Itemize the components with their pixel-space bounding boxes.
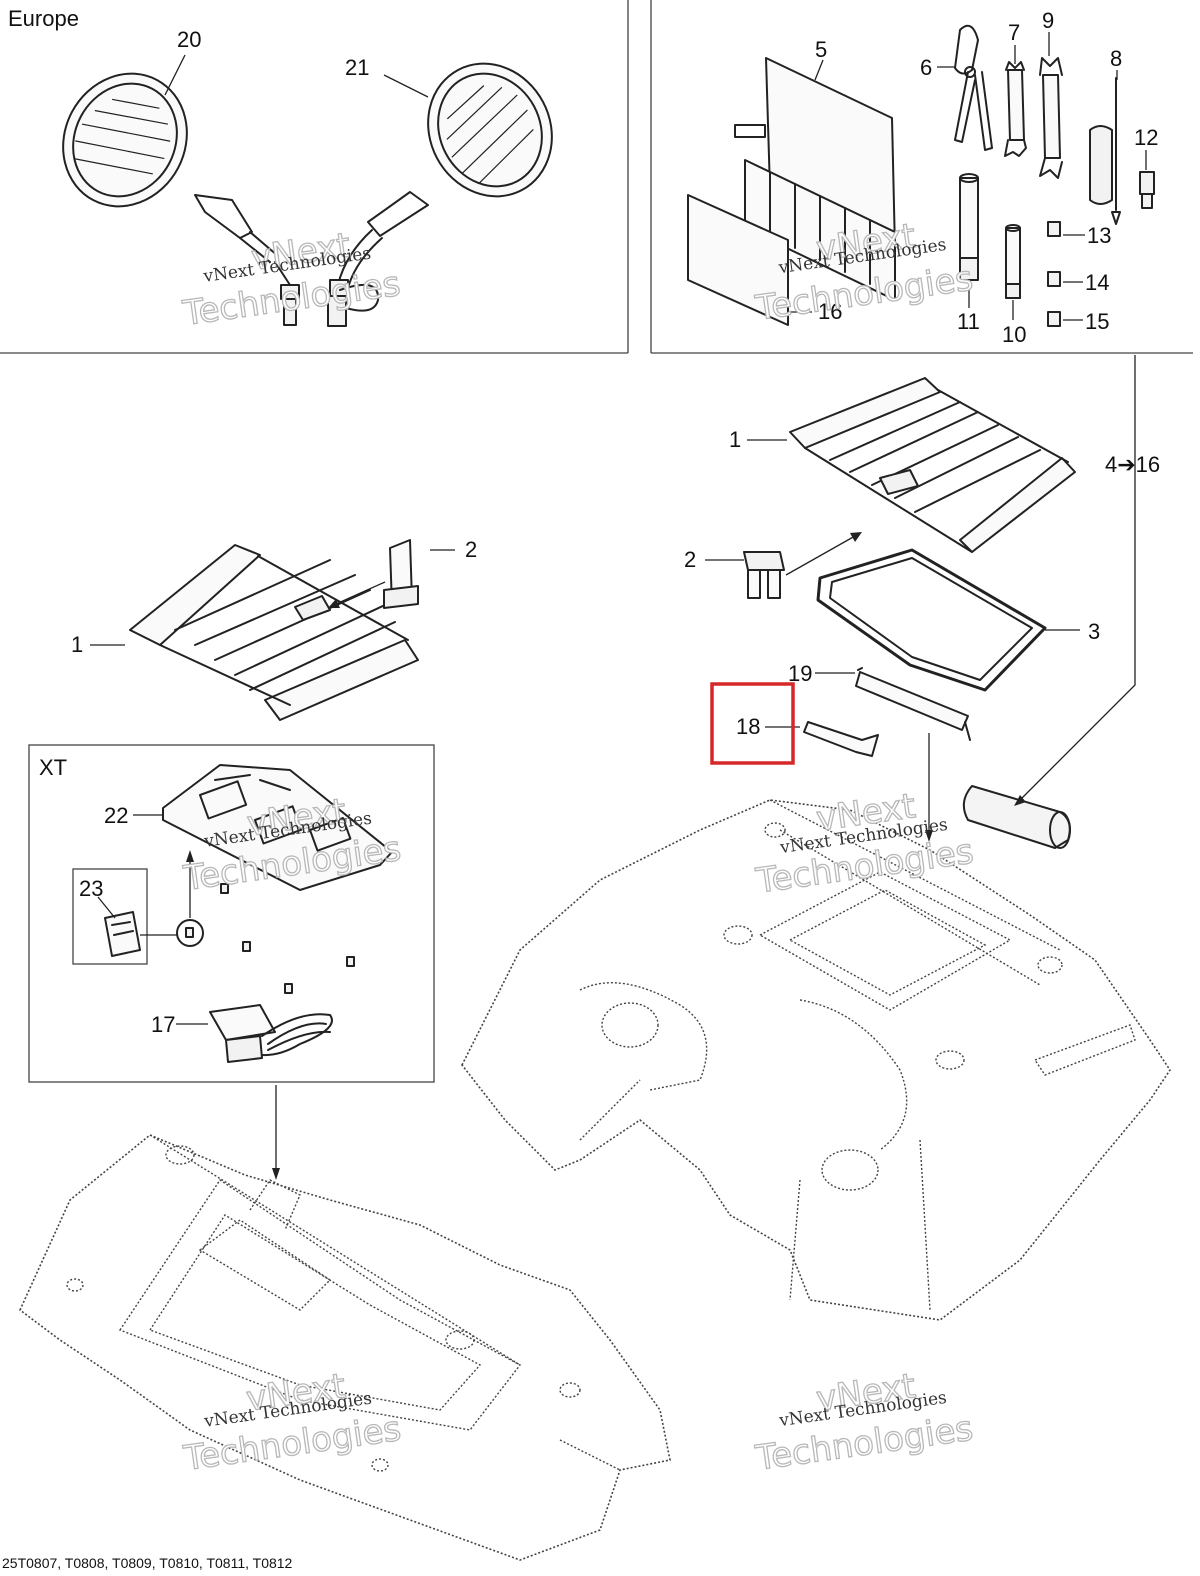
tool-pouch-drawing[interactable] — [687, 57, 896, 326]
rear-fender-left-drawing[interactable] — [19, 1134, 671, 1561]
callout-7[interactable]: 7 — [1008, 20, 1020, 45]
callout-2-left[interactable]: 2 — [465, 537, 477, 562]
xt-fasteners-drawing[interactable] — [176, 883, 355, 994]
socket-11-drawing[interactable] — [959, 173, 979, 281]
mirror-left-drawing[interactable] — [40, 52, 300, 326]
footer-codes: 25T0807, T0808, T0809, T0810, T0811, T08… — [2, 1555, 293, 1571]
rack-right-drawing[interactable] — [789, 377, 1076, 553]
callout-23[interactable]: 23 — [79, 876, 103, 901]
bit-12-drawing[interactable] — [1139, 171, 1155, 209]
mirror-right-drawing[interactable] — [327, 42, 575, 327]
callout-3[interactable]: 3 — [1088, 619, 1100, 644]
screwdriver-8-drawing[interactable] — [1089, 77, 1121, 225]
callout-15[interactable]: 15 — [1085, 309, 1109, 334]
callout-1-left[interactable]: 1 — [71, 632, 83, 657]
callout-17[interactable]: 17 — [151, 1012, 175, 1037]
xt-panel-drawing[interactable] — [162, 764, 393, 891]
callout-21[interactable]: 21 — [345, 55, 369, 80]
svg-text:vNext: vNext — [244, 1366, 348, 1419]
key-wrench-drawing[interactable] — [803, 721, 879, 757]
callout-2-right[interactable]: 2 — [684, 547, 696, 572]
part-23-frame — [72, 868, 148, 965]
latch-plate-drawing[interactable] — [855, 667, 971, 741]
callout-11[interactable]: 11 — [957, 309, 980, 334]
callout-4-16[interactable]: 4➔16 — [1105, 452, 1160, 477]
fuses-drawing[interactable] — [1047, 221, 1061, 327]
callout-8[interactable]: 8 — [1110, 46, 1122, 71]
socket-10-drawing[interactable] — [1005, 224, 1021, 299]
europe-frame — [0, 0, 629, 354]
callout-16[interactable]: 16 — [818, 299, 842, 324]
callout-6[interactable]: 6 — [920, 55, 932, 80]
xt-latch-drawing[interactable] — [209, 1004, 333, 1063]
watermark-6: vNext Technologies vNext Technologies — [752, 1366, 976, 1480]
wrench-9-drawing[interactable] — [1039, 57, 1063, 179]
callout-22[interactable]: 22 — [104, 803, 128, 828]
callout-13[interactable]: 13 — [1087, 223, 1111, 248]
callout-18[interactable]: 18 — [736, 714, 760, 739]
wrench-7-drawing[interactable] — [1004, 61, 1027, 157]
toolkit-frame — [650, 0, 1193, 354]
callout-9[interactable]: 9 — [1042, 8, 1054, 33]
pliers-drawing[interactable] — [954, 24, 993, 151]
xt-clip-drawing[interactable] — [104, 911, 141, 957]
xt-title: XT — [39, 755, 67, 780]
xt-frame — [28, 744, 435, 1083]
tool-bag-drawing[interactable] — [962, 785, 1071, 849]
highlight-box-part-18 — [710, 682, 795, 765]
callout-14[interactable]: 14 — [1085, 270, 1109, 295]
callout-1-right[interactable]: 1 — [729, 427, 741, 452]
gasket-drawing[interactable] — [816, 548, 1047, 692]
rear-fender-right-drawing[interactable] — [461, 799, 1171, 1321]
callout-20[interactable]: 20 — [177, 27, 201, 52]
callout-12[interactable]: 12 — [1134, 125, 1158, 150]
callout-10[interactable]: 10 — [1002, 322, 1026, 347]
rack-left-drawing[interactable] — [129, 544, 419, 721]
europe-title: Europe — [8, 6, 79, 31]
watermark-1: vNext Technologies vNext Technologies — [179, 225, 403, 335]
part-labels: 20 21 5 6 7 9 8 12 13 14 15 11 10 16 1 4… — [71, 8, 1160, 1037]
callout-19[interactable]: 19 — [788, 661, 812, 686]
callout-5[interactable]: 5 — [815, 37, 827, 62]
leader-lines — [90, 32, 1147, 1180]
bracket-left-drawing[interactable] — [383, 539, 419, 609]
bracket-right-drawing[interactable] — [743, 551, 785, 599]
